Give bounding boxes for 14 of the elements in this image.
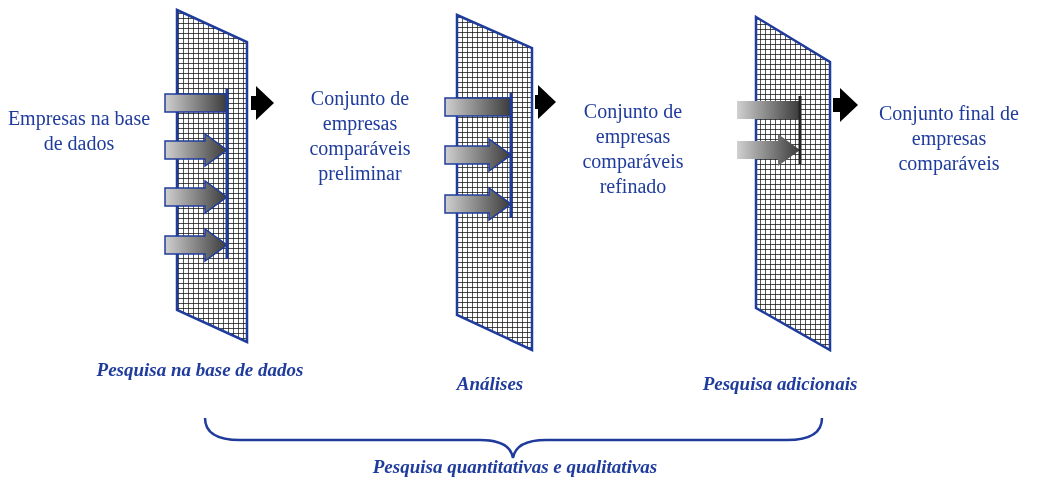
block-arrow (535, 85, 556, 119)
node-text: Conjunto final de empresas comparáveis (878, 100, 1020, 176)
block-arrow (251, 86, 274, 120)
node-text: Conjunto de empresas comparáveis refinado (581, 99, 685, 199)
node-text: Empresas na base de dados (6, 106, 152, 156)
filter-caption: Pesquisa adicionais (701, 372, 859, 396)
mesh-filter-drawing (735, 14, 833, 352)
node-text: Conjunto de empresas comparáveis preliminar (308, 86, 412, 186)
mesh-filter-drawing (442, 12, 535, 352)
block-arrow (833, 88, 858, 122)
filter-caption: Análises (455, 372, 525, 396)
mesh-filter-drawing (163, 8, 251, 345)
filter-caption: Pesquisa na base de dados (95, 358, 305, 382)
group-label: Pesquisa quantitativas e qualitativas (371, 456, 659, 478)
